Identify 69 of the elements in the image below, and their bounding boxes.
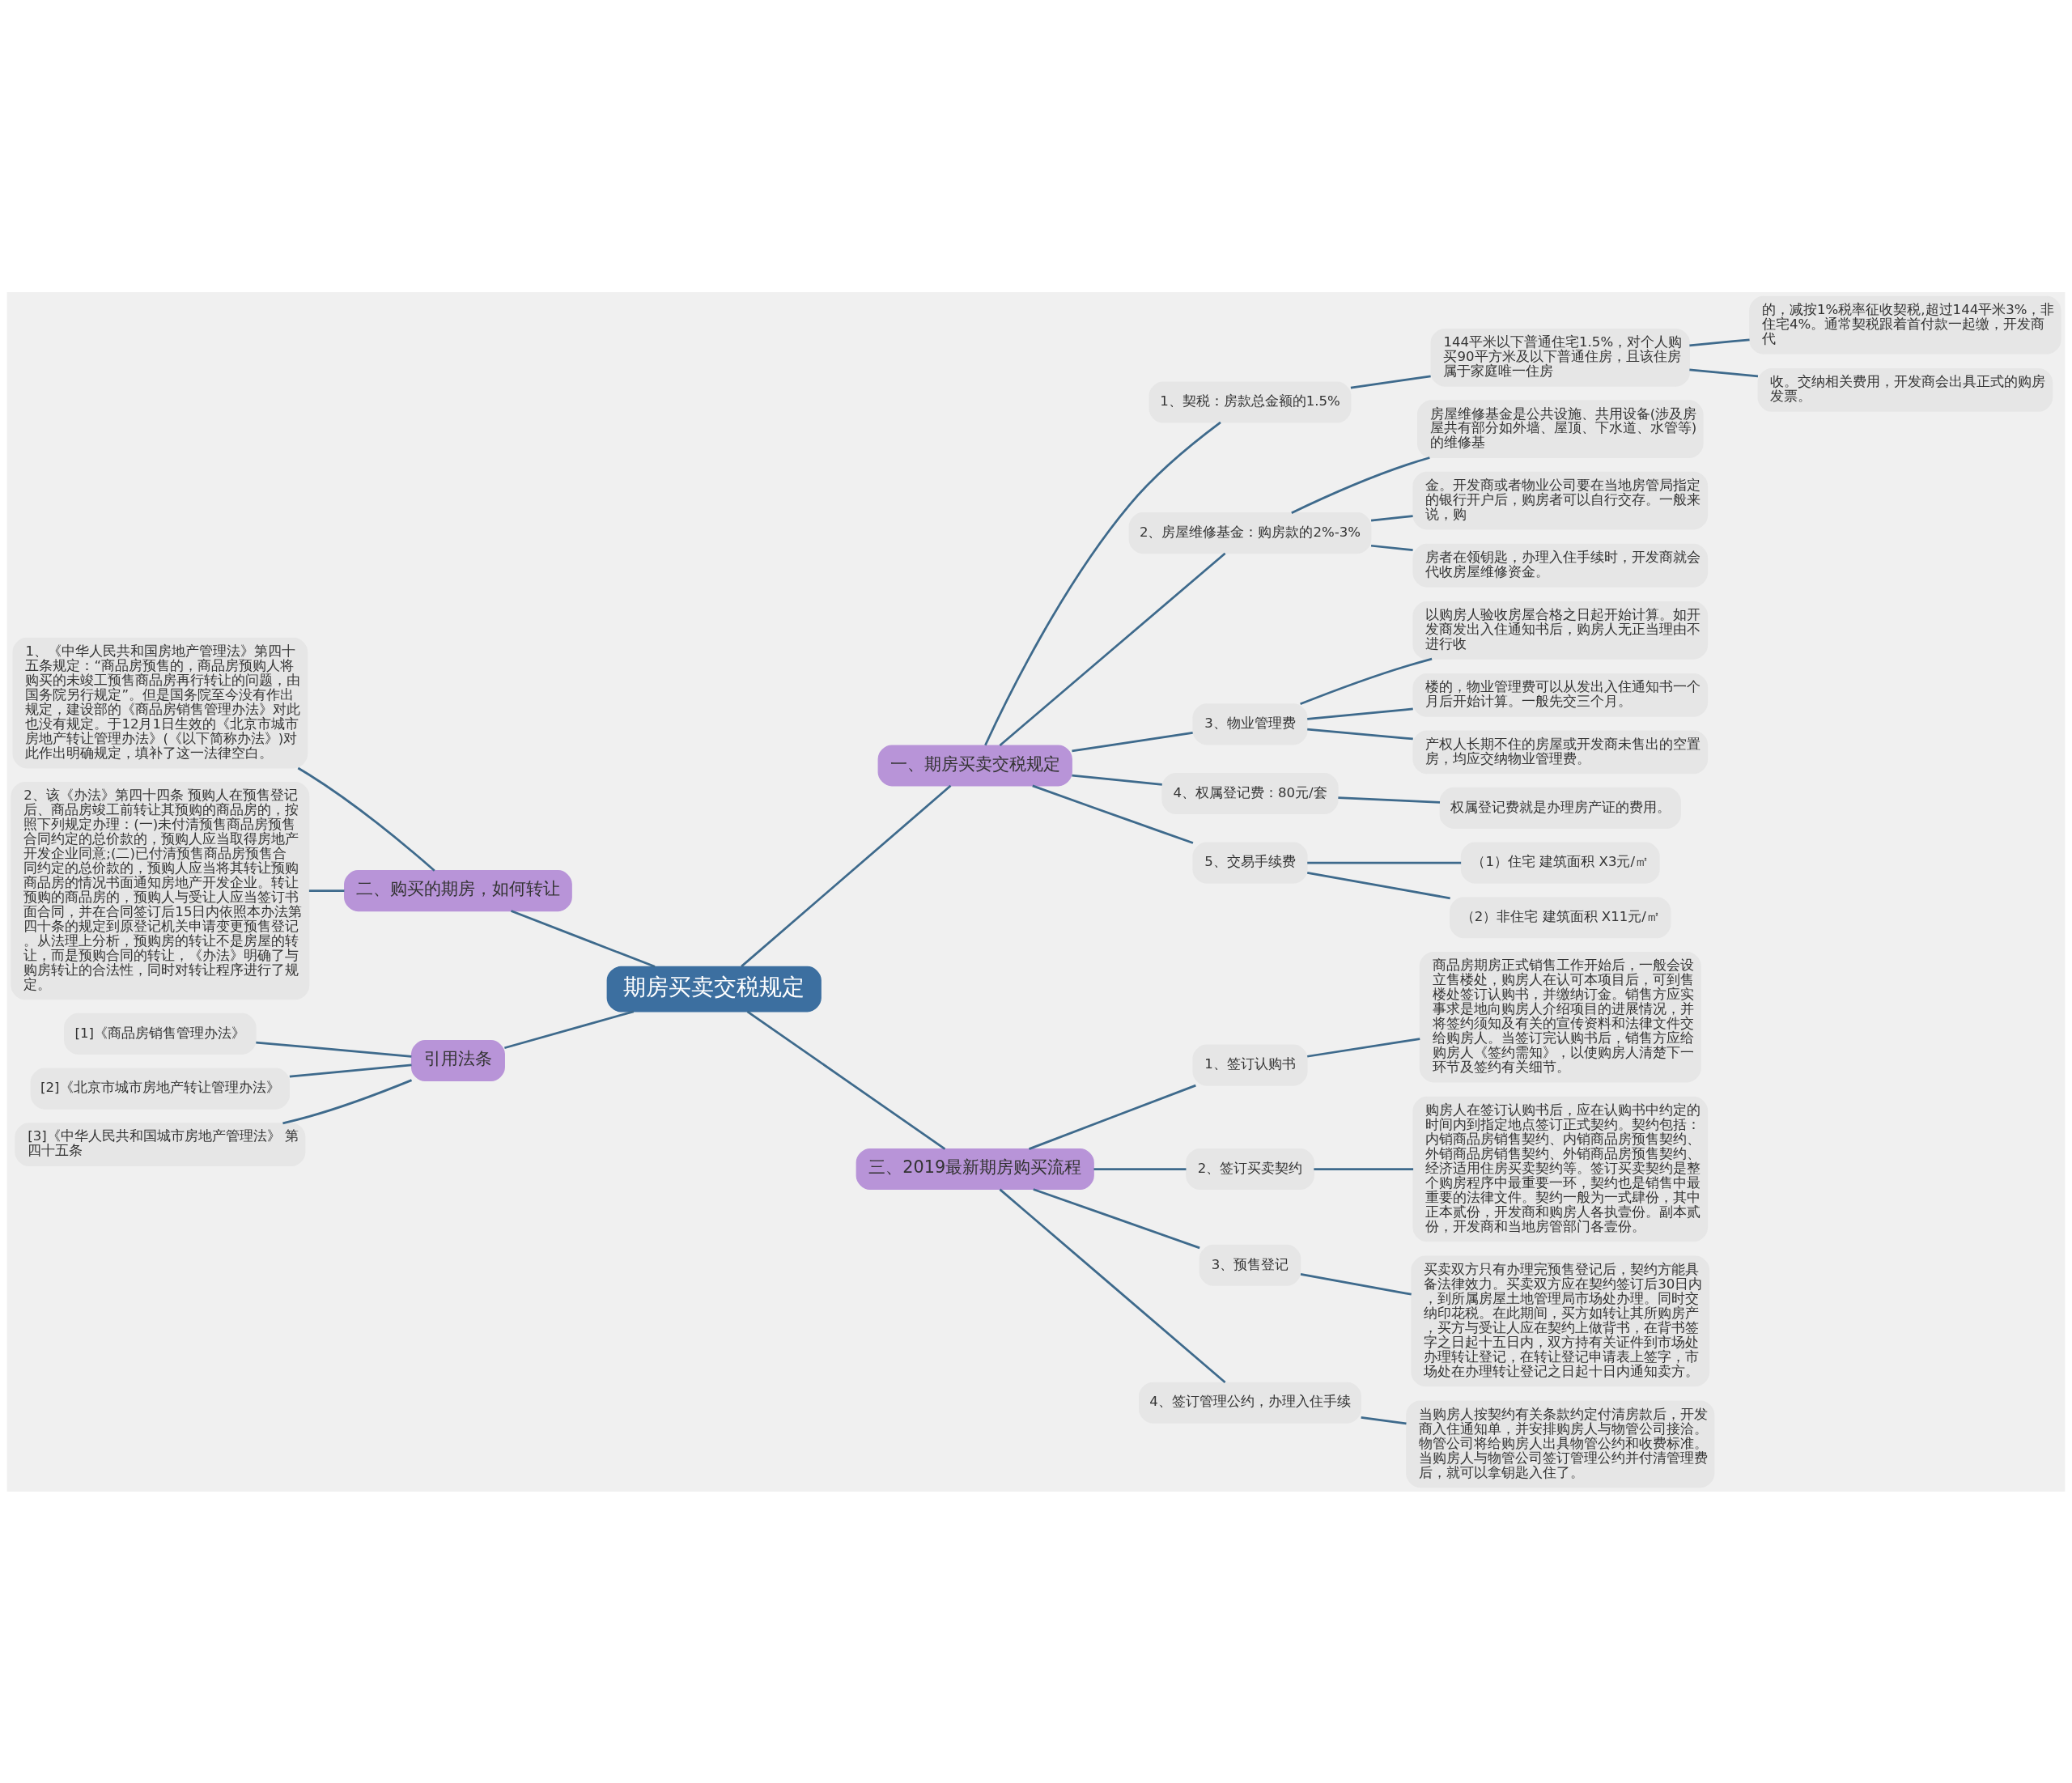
node-box: 商品房期房正式销售工作开始后，一般会设立售楼处，购房人在认可本项目后，可到售楼处签订认购书，并缴纳订金。销售方应实事求是地向购房人介绍项目的进展情况，并将签约须知及有关的宣传资料和法律文件交给购房人。当签订完认购书后，销售方应给购房人《签约需知》，以使购房人清楚下一环节及签约有关细节。 [1419, 951, 1701, 1082]
node-box: 买卖双方只有办理完预售登记后，契约方能具备法律效力。买卖双方应在契约签订后30日内，到所属房屋土地管理局市场处办理。同时交纳印花税。在此期间，买方如转让其所购房产，买方与受让人应在契约上做背书，在背书签字之日起十五日内，双方持有关证件到市场处办理转让登记，在转让登记申请表上签字，市场处在办理转让登记之日起十日内通知卖方。 [1411, 1255, 1710, 1386]
node-box: 期房买卖交税规定 [606, 966, 822, 1012]
node-box: 4、权属登记费：80元/套 [1161, 772, 1339, 814]
connector [984, 421, 1221, 745]
connector [1370, 544, 1413, 551]
node-box: 的，减按1%税率征收契税,超过144平米3%，非住宅4%。通常契税跟着首付款一起缴，开发商代 [1749, 295, 2061, 354]
connector [1370, 514, 1413, 521]
connector [1307, 1037, 1420, 1058]
node-box: 1、《中华人民共和国房地产管理法》第四十五条规定：“商品房预售的，商品房预购人将购买的未竣工预售商品房再行转让的问题，由国务院另行规定”。但是国务院至今没有作出规定，建设部的《商品房销售管理办法》对此也没有规定。于12月1日生效的《北京市城市房地产转让管理办法》(《以下简称办法》)对此作出明确规定，填补了这一法律空白。 [12, 637, 308, 768]
connector [746, 1010, 946, 1150]
connector [1689, 337, 1750, 346]
node-box: 金。开发商或者物业公司要在当地房管局指定的银行开户后，购房者可以自行交存。一般来说，购 [1412, 471, 1709, 529]
node-box: （1）住宅 建筑面积 X3元/㎡ [1460, 842, 1660, 884]
connector [297, 766, 435, 872]
connector [741, 784, 952, 967]
connector [1307, 707, 1413, 720]
node-box: 房者在领钥匙，办理入住手续时，开发商就会代收房屋维修资金。 [1412, 543, 1709, 588]
connector [1093, 1167, 1187, 1170]
node-box: 收。交纳相关费用，开发商会出具正式的购房发票。 [1757, 367, 2053, 412]
node-box: 权属登记费就是办理房产证的费用。 [1439, 787, 1681, 829]
connector [1029, 1084, 1196, 1150]
node-box: 三、2019最新期房购买流程 [856, 1148, 1094, 1190]
connector [1361, 1416, 1407, 1424]
connector [1350, 374, 1431, 389]
node-box: [1]《商品房销售管理办法》 [64, 1012, 257, 1055]
node-box: 2、签订买卖契约 [1186, 1148, 1314, 1190]
node-box: 5、交易手续费 [1192, 842, 1308, 884]
connector [282, 1078, 413, 1124]
node-box: 2、房屋维修基金：购房款的2%-3% [1128, 512, 1372, 554]
node-box: 一、期房买卖交税规定 [877, 744, 1072, 786]
connector [1300, 1272, 1412, 1296]
node-box: 2、该《办法》第四十四条 预购人在预售登记后、商品房竣工前转让其预购的商品房的，按照下列规定办理：(一)未付清预售商品房预售合同约定的总价款的，预购人应当取得房地产开发企业同意;(二)已付清预售商品房预售合同约定的总价款的，预购人应当将其转让预购商品房的情况书面通知房地产开发企业。转让预购的商品房的，预购人与受让人应当签订书面合同，并在合同签订后15日内依照本办法第四十条的规定到原登记机关申请变更预售登记。从法理上分析，预购房的转让不是房屋的转让，而是预购合同的转让，《办法》明确了与购房转让的合法性，同时对转让程序进行了规定。 [11, 781, 310, 1000]
connector [999, 552, 1226, 746]
node-box: 楼的，物业管理费可以从发出入住通知书一个月后开始计算。一般先交三个月。 [1412, 673, 1709, 717]
connector [1300, 657, 1433, 705]
node-box: 1、契税：房款总金额的1.5% [1149, 381, 1352, 423]
connector [1314, 1167, 1414, 1170]
connector [1032, 784, 1194, 844]
node-box: 4、签订管理公约，办理入住手续 [1139, 1382, 1361, 1424]
connector [1306, 871, 1450, 899]
node-box: 购房人在签订认购书后，应在认购书中约定的时间内到指定地点签订正式契约。契约包括：内销商品房销售契约、内销商品房预售契约、外销商品房销售契约、外销商品房预售契约、经济适用住房买卖契约等。签订买卖契约是整个购房程序中最重要一环，契约也是销售中最重要的法律文件。契约一般为一式肆份，其中正本贰份，开发商和购房人各执壹份。副本贰份，开发商和当地房管部门各壹份。 [1412, 1096, 1709, 1242]
connector [1072, 774, 1162, 786]
connector [511, 909, 656, 968]
connector [256, 1041, 412, 1058]
connector [1338, 796, 1441, 804]
connector [308, 889, 345, 892]
node-box: [2]《北京市城市房地产转让管理办法》 [30, 1068, 291, 1110]
node-box: （2）非住宅 建筑面积 X11元/㎡ [1450, 896, 1671, 938]
node-box: 引用法条 [410, 1039, 505, 1081]
node-box: 产权人长期不住的房屋或开发商未售出的空置房，均应交纳物业管理费。 [1412, 729, 1709, 774]
connector [504, 1009, 635, 1049]
connector [1307, 728, 1413, 740]
node-box: 房屋维修基金是公共设施、共用设备(涉及房屋共有部分如外墙、屋顶、下水道、水管等)的维修基 [1417, 399, 1704, 458]
connector [289, 1063, 412, 1077]
node-box: 以购房人验收房屋合格之日起开始计算。如开发商发出入住通知书后，购房人无正当理由不进行收 [1412, 601, 1709, 660]
node-box: 当购房人按契约有关条款约定付清房款后，开发商入住通知单，并安排购房人与物管公司接洽。物管公司将给购房人出具物管公约和收费标准。当购房人与物管公司签订管理公约并付清管理费后，就可以拿钥匙入住了。 [1406, 1399, 1715, 1488]
connector [1072, 731, 1193, 752]
connector [1033, 1187, 1200, 1249]
node-box: 3、预售登记 [1199, 1244, 1301, 1286]
connector [1307, 861, 1462, 864]
node-box: 144平米以下普通住宅1.5%，对个人购买90平方米及以下普通住房，且该住房属于家庭唯一住房 [1430, 328, 1690, 387]
connector [1291, 456, 1430, 514]
node-box: 二、购买的期房，如何转让 [344, 869, 572, 911]
node-box: [3]《中华人民共和国城市房地产管理法》 第四十五条 [15, 1122, 306, 1166]
connector [999, 1188, 1226, 1383]
node-box: 1、签订认购书 [1192, 1044, 1308, 1086]
connector [1689, 367, 1759, 377]
node-box: 3、物业管理费 [1192, 703, 1308, 745]
